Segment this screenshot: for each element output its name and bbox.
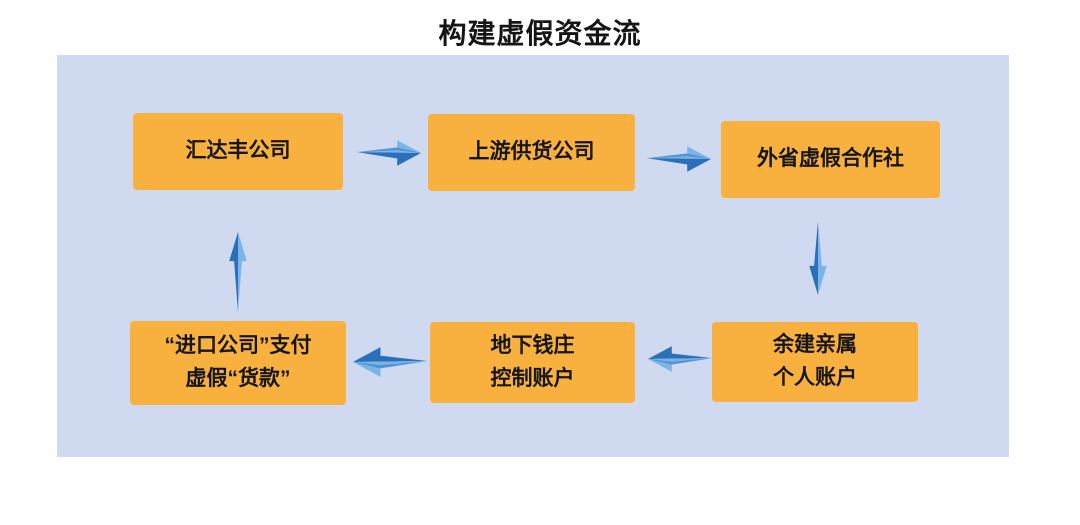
right-arrow-icon [647,141,711,177]
flow-node-upstream-supplier: 上游供货公司 [428,114,635,191]
node-label: 余建亲属 [773,333,857,357]
down-arrow-icon [806,221,830,297]
flow-node-import-company-payment: “进口公司”支付 虚假“货款” [130,321,346,405]
flow-node-underground-bank-accounts: 地下钱庄 控制账户 [430,322,635,403]
node-label: 汇达丰公司 [185,139,291,163]
node-label: 外省虚假合作社 [757,147,904,171]
left-arrow-icon [648,341,712,377]
flow-node-huidafeng-company: 汇达丰公司 [133,113,343,190]
flow-node-relatives-personal-accounts: 余建亲属 个人账户 [712,322,918,402]
node-label: “进口公司”支付 [164,334,312,358]
right-arrow-icon [357,135,421,171]
left-arrow-icon [352,344,428,380]
node-label: 个人账户 [773,366,857,389]
node-label: 上游供货公司 [468,140,595,164]
node-label: 控制账户 [490,366,575,390]
node-label: 虚假“货款” [185,367,291,390]
flow-node-outprovince-fake-coop: 外省虚假合作社 [721,121,940,198]
up-arrow-icon [226,226,250,312]
diagram-title: 构建虚假资金流 [438,18,642,49]
node-label: 地下钱庄 [490,333,575,357]
